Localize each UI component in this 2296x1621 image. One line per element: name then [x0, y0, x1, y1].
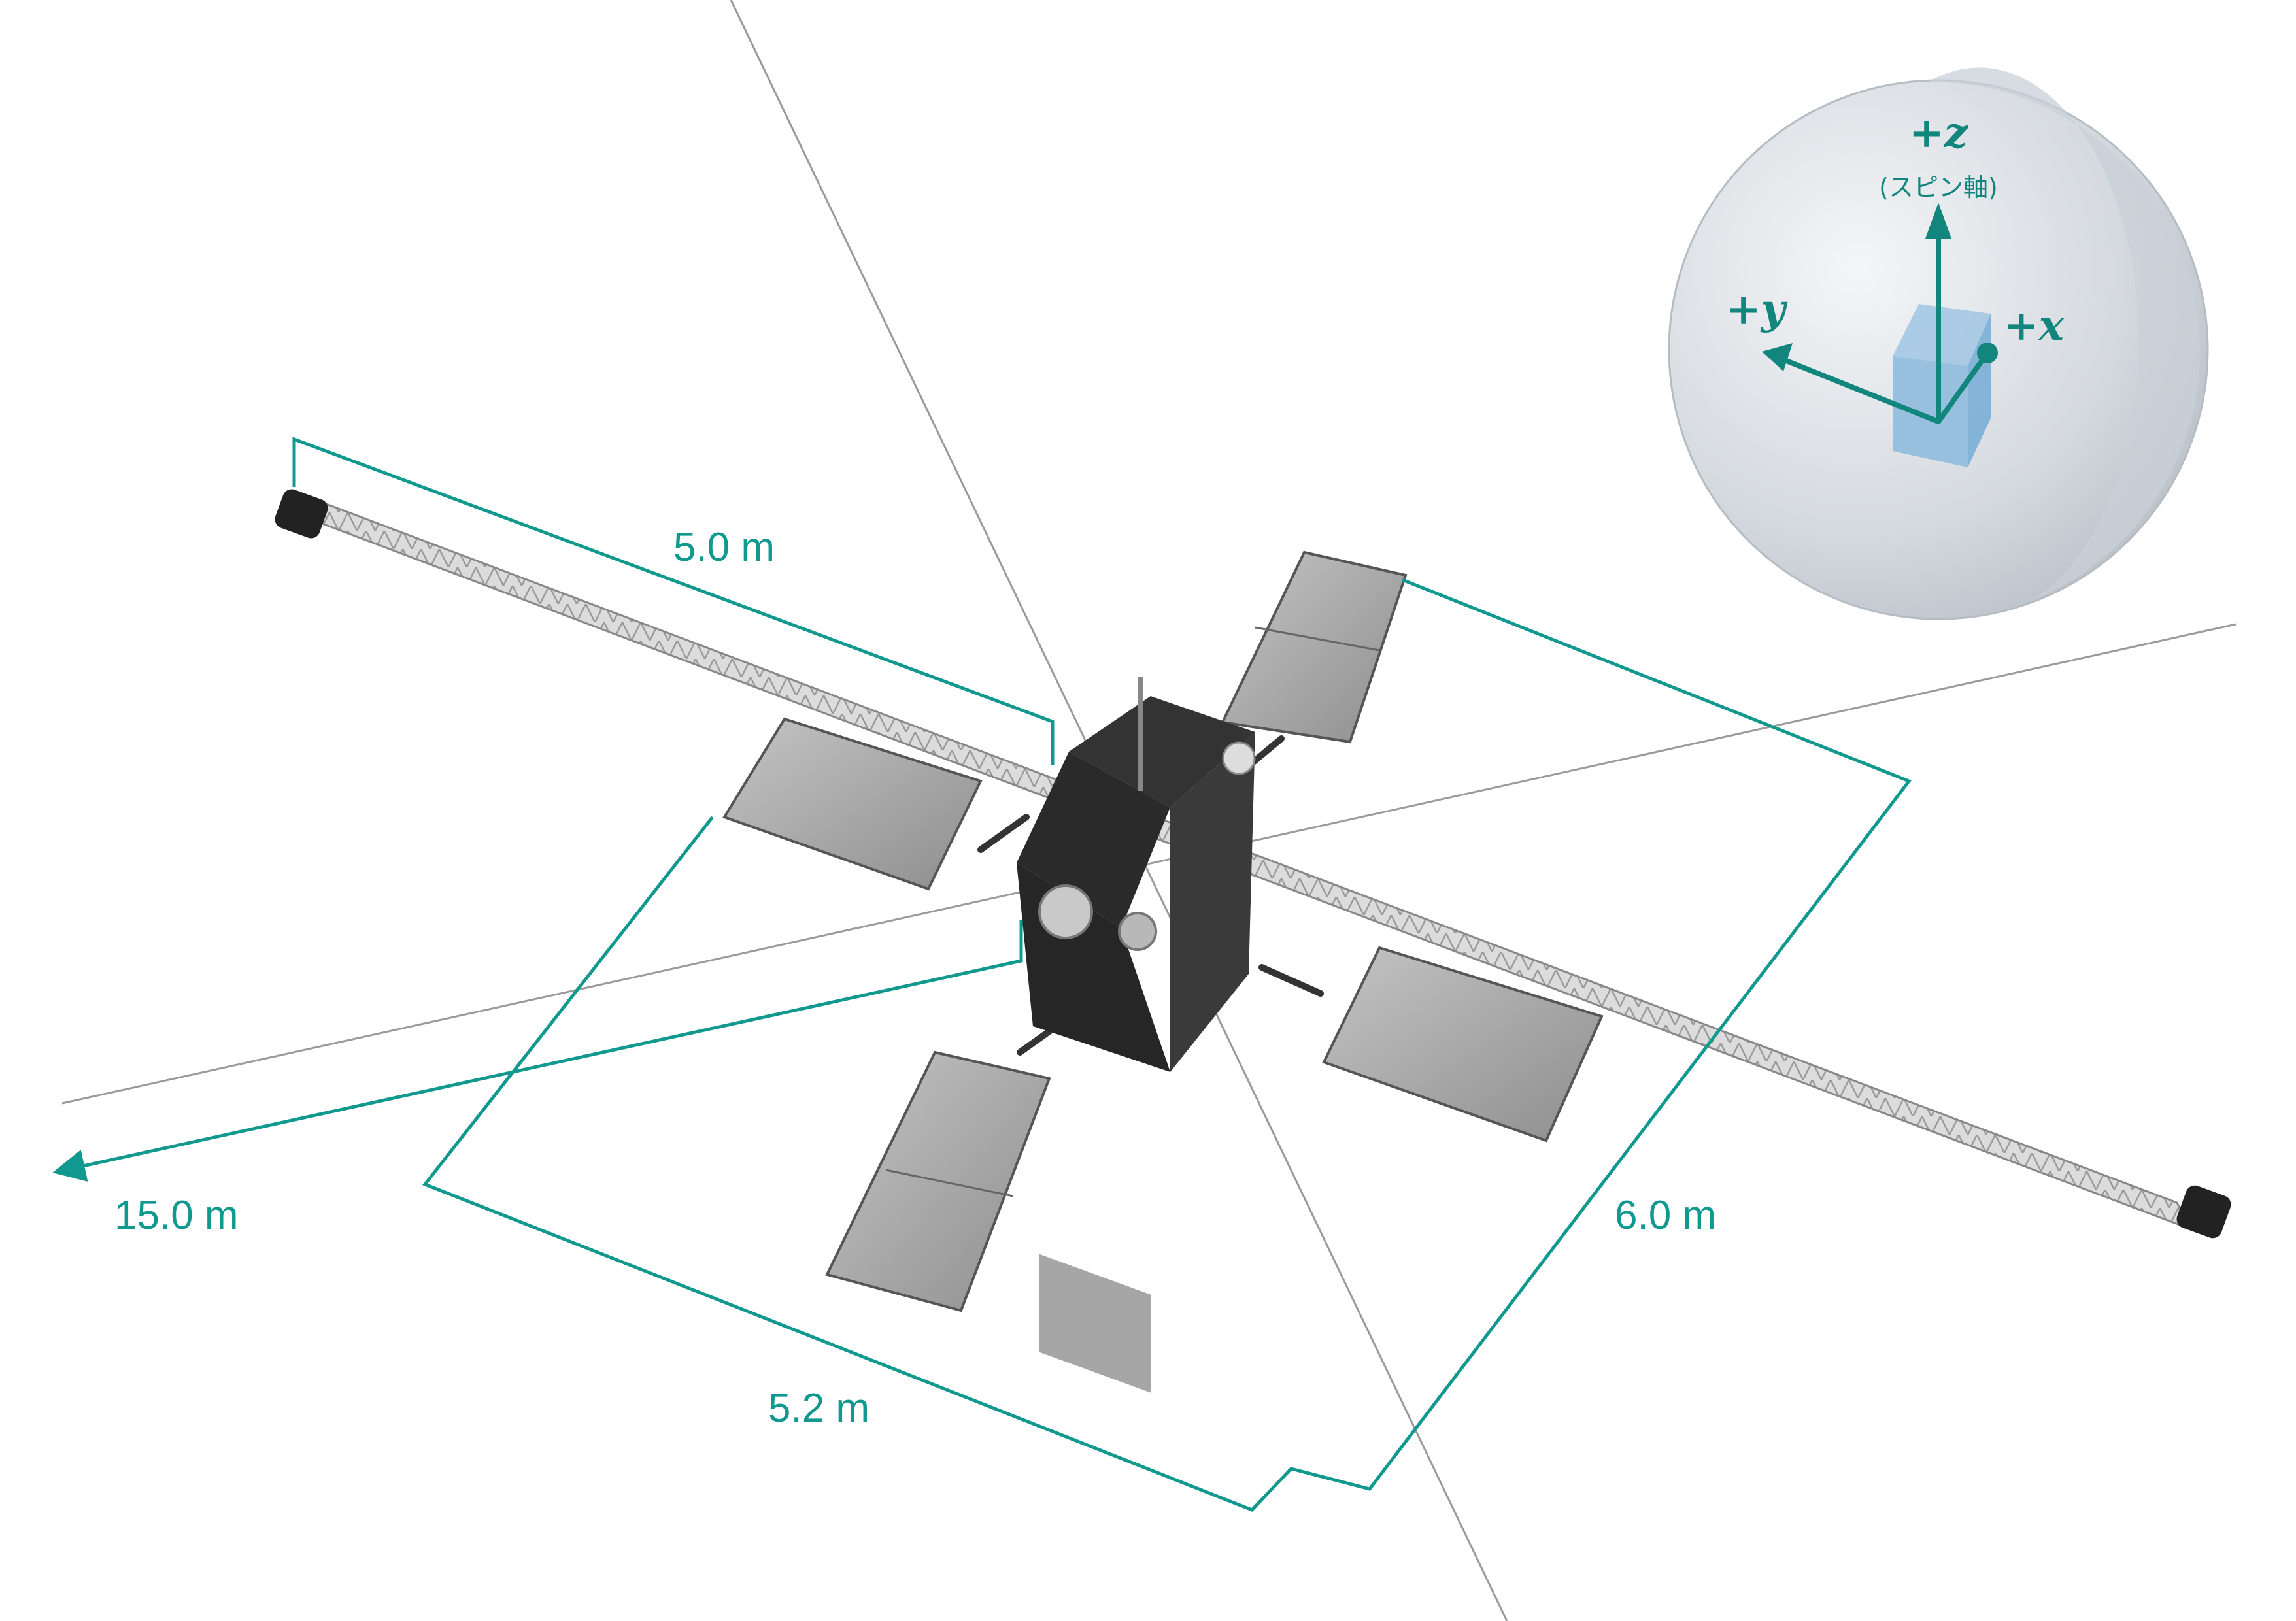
- body-instrument-panel: [1039, 1254, 1151, 1393]
- coordinate-cube: [1893, 304, 1991, 467]
- boom-end-cap-left: [275, 489, 328, 539]
- wire-length-label: 15.0 m: [114, 1193, 239, 1238]
- instrument-sensor-a: [1038, 884, 1093, 939]
- coordinate-axes: [1772, 223, 1990, 424]
- z-axis-label: +z: [1909, 109, 1969, 158]
- panel-left: [722, 717, 983, 891]
- antenna-dish: [1222, 741, 1256, 775]
- instrument-sensor-b: [1118, 912, 1157, 951]
- boom-end-cap-right: [2176, 1185, 2231, 1239]
- y-axis-arrowhead: [1762, 343, 1793, 371]
- spacecraft-body: [1017, 677, 1256, 1393]
- panel-upper-right: [1221, 550, 1408, 744]
- span-width-label: 5.2 m: [768, 1386, 869, 1431]
- x-axis-arrow: [1936, 350, 1990, 424]
- span-dimension-outline: [422, 578, 1912, 1512]
- panel-right: [1322, 946, 1604, 1143]
- reference-line-horizontal: [61, 623, 2237, 1105]
- y-axis-label: +y: [1726, 285, 1788, 334]
- z-axis-note: (スピン軸): [1879, 173, 1998, 202]
- span-depth-label: 6.0 m: [1615, 1193, 1716, 1238]
- wire-dimension-line: [52, 920, 1023, 1182]
- solar-panels: [722, 550, 1604, 1312]
- body-side: [1170, 732, 1255, 1072]
- x-axis-dot: [1977, 343, 1998, 363]
- body-front: [1017, 752, 1170, 928]
- boom-dimension-bracket: [292, 437, 1055, 765]
- y-axis-arrow: [1772, 354, 1941, 424]
- boom-length-label: 5.0 m: [673, 525, 775, 570]
- z-axis-arrowhead: [1925, 203, 1951, 239]
- coordinate-inset: +z (スピン軸) +y +x: [1668, 67, 2209, 620]
- sphere-shading: [1929, 67, 2201, 602]
- body-top: [1069, 696, 1255, 807]
- x-axis-label: +x: [2004, 301, 2065, 350]
- dimension-lines: [52, 437, 1912, 1512]
